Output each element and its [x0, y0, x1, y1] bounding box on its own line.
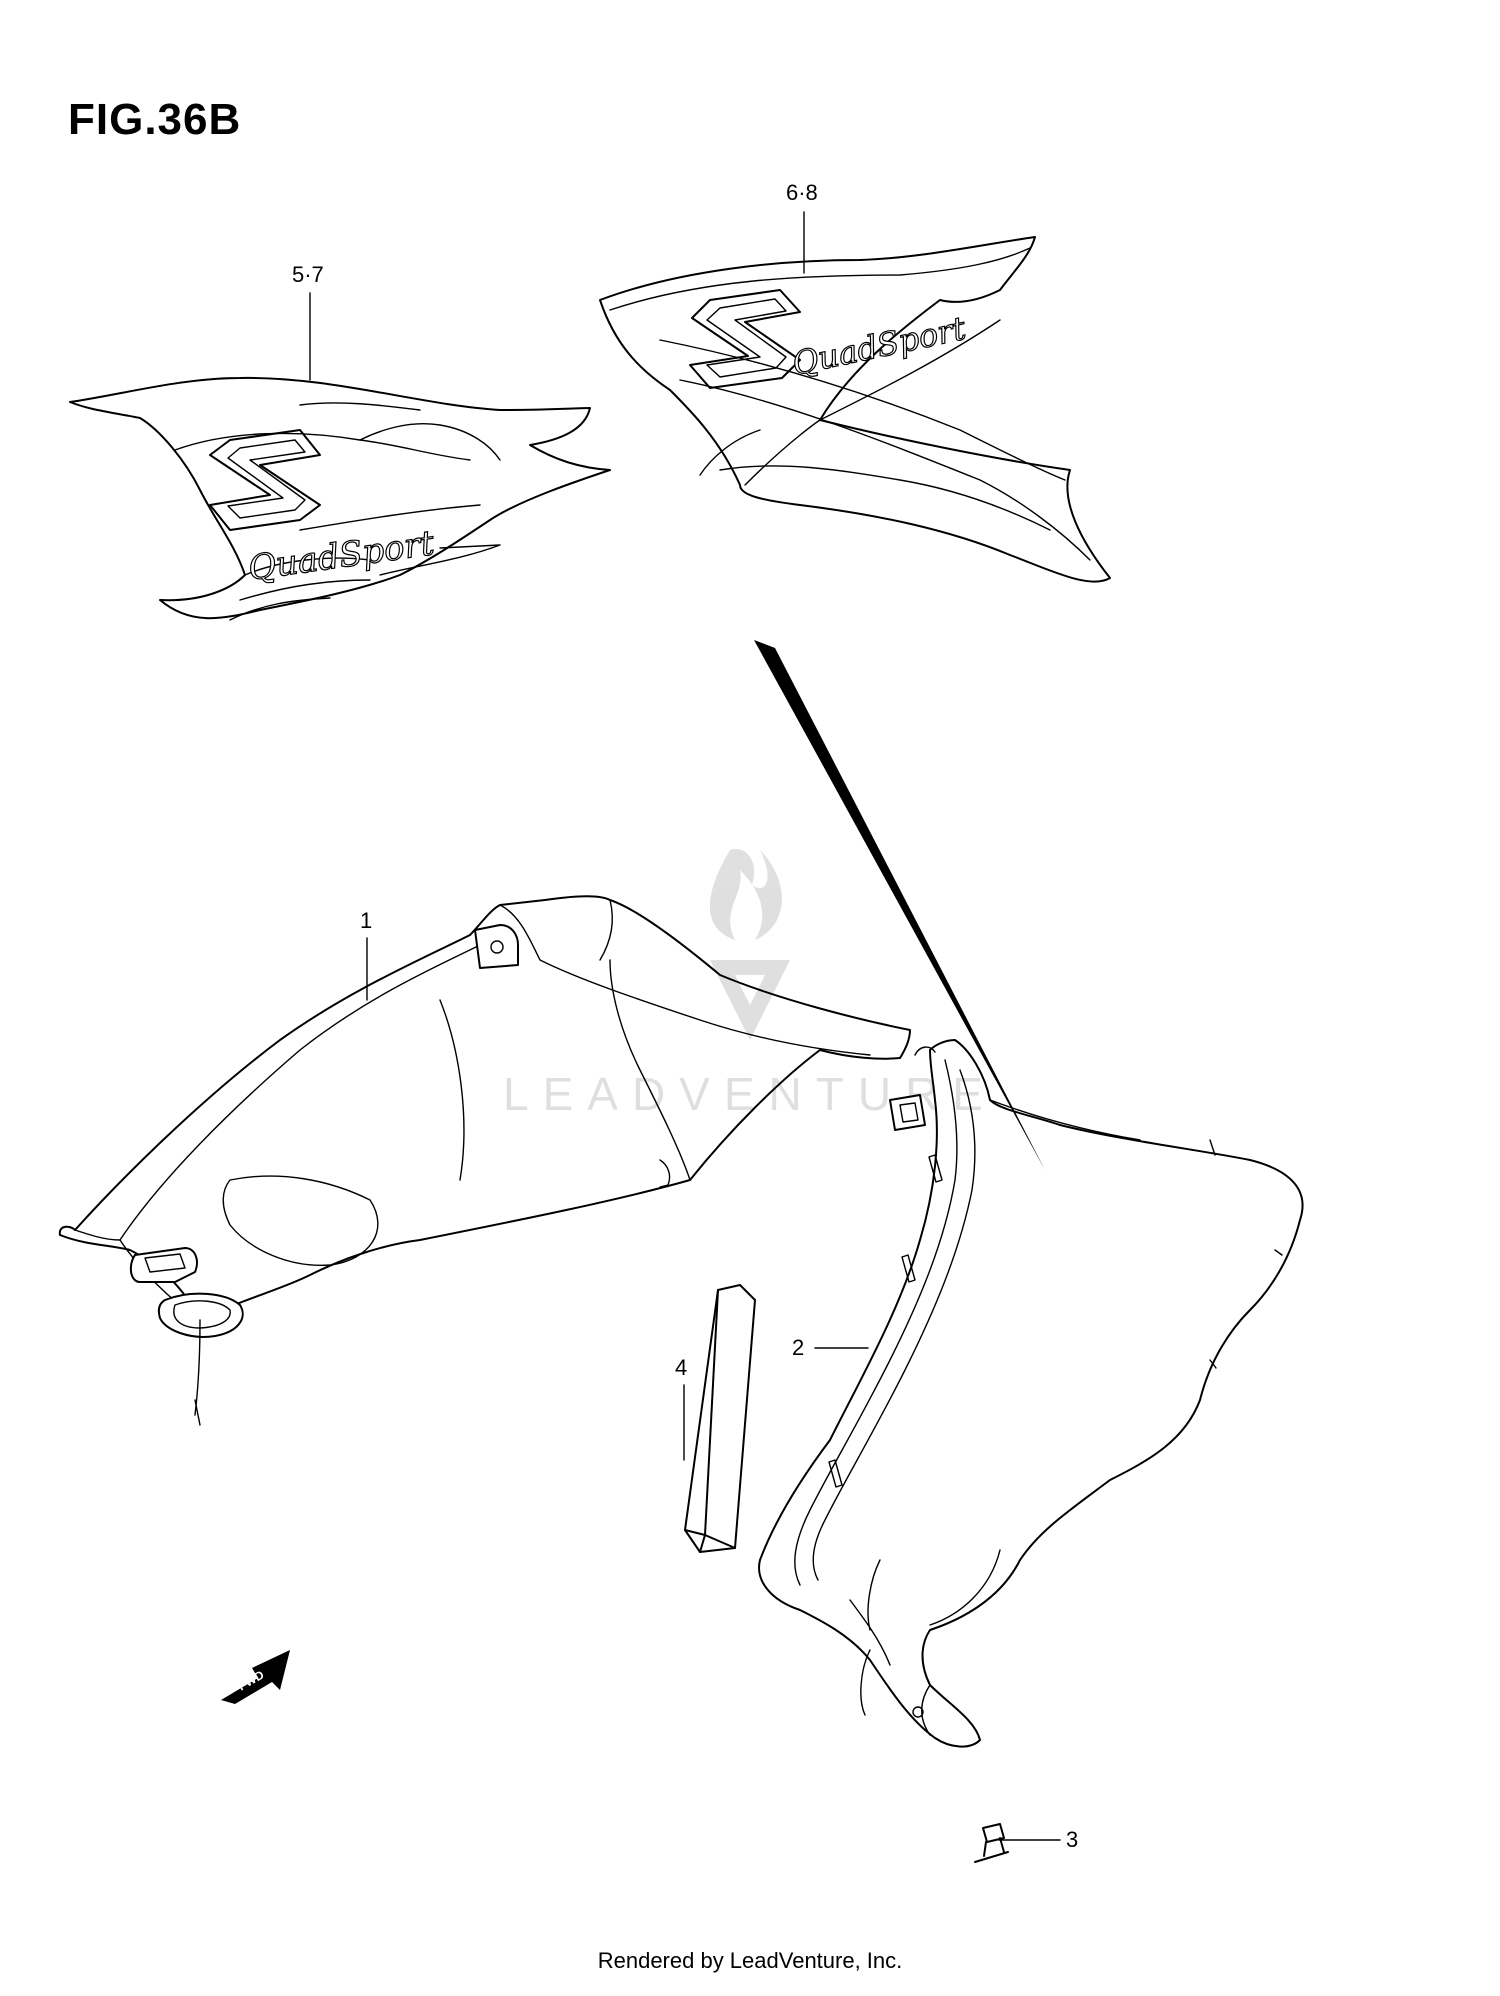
- fwd-arrow: FWD: [221, 1650, 290, 1704]
- callout-part-1: 1: [360, 908, 373, 933]
- callout-part-2: 2: [792, 1335, 805, 1360]
- decal-right-part-6-8: QuadSport: [599, 236, 1111, 583]
- part-2-inner-fender: [758, 1039, 1304, 1748]
- leader-wedge: [754, 640, 1045, 1170]
- decal-left-part-5-7: QuadSport: [69, 376, 611, 621]
- leader-lines: [309, 211, 1061, 1841]
- part-3-clip: [974, 1823, 1009, 1863]
- decal-right-model-text: QuadSport: [789, 309, 969, 383]
- decal-left-model-text: QuadSport: [246, 523, 437, 589]
- footer-credit: Rendered by LeadVenture, Inc.: [597, 1948, 903, 1973]
- part-1-inner-fender: [58, 895, 911, 1426]
- callout-part-5-7: 5·7: [292, 262, 324, 287]
- figure-title: FIG.36B: [68, 95, 242, 144]
- part-4-pad: [684, 1284, 756, 1553]
- callout-part-6-8: 6·8: [786, 180, 818, 205]
- watermark: LEADVENTURE: [503, 849, 983, 1120]
- callout-part-4: 4: [675, 1355, 688, 1380]
- callout-part-3: 3: [1066, 1827, 1079, 1852]
